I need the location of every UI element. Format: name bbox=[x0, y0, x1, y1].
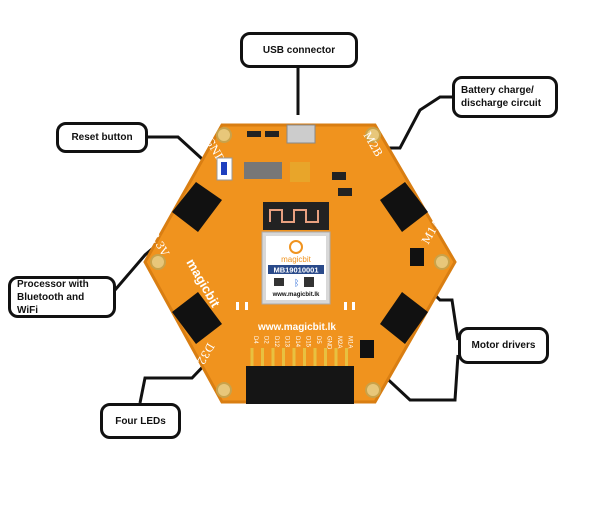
bluetooth-icon: ᛒ bbox=[294, 278, 299, 289]
pin-label: GND bbox=[326, 336, 332, 350]
ic-chip bbox=[244, 162, 282, 179]
pin bbox=[324, 348, 327, 366]
pin bbox=[261, 348, 264, 366]
pad bbox=[290, 162, 310, 182]
pin-label: D13 bbox=[284, 336, 290, 348]
pin bbox=[250, 348, 254, 366]
pin bbox=[313, 348, 317, 366]
mount-holes bbox=[150, 127, 450, 398]
magicbit-board: GND 3.3V D32 M1A M2B magicbit MB19010001… bbox=[143, 123, 457, 404]
callout-text: Four LEDs bbox=[115, 415, 166, 427]
reset-leader bbox=[147, 135, 214, 170]
callout-text: Battery charge/ bbox=[461, 85, 534, 96]
reset-button-cap bbox=[221, 162, 227, 175]
pin-label: M1A bbox=[347, 336, 353, 348]
module-brand: magicbit bbox=[281, 255, 312, 264]
pin-label: D14 bbox=[294, 336, 300, 348]
pin bbox=[345, 348, 348, 366]
pin bbox=[292, 348, 296, 366]
pin-label: M2A bbox=[336, 336, 342, 348]
leds bbox=[236, 302, 355, 310]
callout-text: Processor with bbox=[17, 278, 89, 290]
callout-four-leds: Four LEDs bbox=[100, 403, 181, 439]
wifi-logo bbox=[274, 278, 284, 286]
module-url: www.magicbit.lk bbox=[272, 292, 320, 298]
pin-label: D12 bbox=[273, 336, 279, 348]
motor-driver-chip bbox=[360, 340, 374, 358]
motor-leader-2 bbox=[378, 354, 460, 402]
pin bbox=[303, 348, 306, 366]
callout-reset-button: Reset button bbox=[56, 122, 148, 153]
pin bbox=[271, 348, 275, 366]
callout-text: discharge circuit bbox=[461, 98, 542, 109]
callout-text: Motor drivers bbox=[471, 340, 536, 351]
callout-text: Reset button bbox=[71, 132, 133, 143]
callout-battery-circuit: Battery charge/discharge circuit bbox=[452, 76, 558, 118]
pin-header bbox=[246, 366, 354, 404]
pin-labels: D4 D2 D12 D13 D14 D15 D5 GND M2A M1A bbox=[250, 336, 353, 366]
callout-text: USB connector bbox=[262, 44, 336, 56]
usb-port bbox=[286, 124, 316, 144]
pin-label: D5 bbox=[315, 336, 321, 344]
pin bbox=[282, 348, 285, 366]
pin-label: D2 bbox=[263, 336, 269, 344]
module-id: MB19010001 bbox=[273, 266, 318, 275]
pin-label: D15 bbox=[305, 336, 311, 348]
callout-usb-connector: USB connector bbox=[240, 32, 358, 68]
callout-text: Bluetooth and WiFi bbox=[17, 291, 85, 316]
wifi-antenna bbox=[263, 202, 329, 230]
pin bbox=[334, 348, 338, 366]
callout-motor-drivers: Motor drivers bbox=[458, 327, 549, 364]
silk-url: www.magicbit.lk bbox=[257, 322, 336, 333]
edge-connectors bbox=[172, 182, 428, 344]
pin-label: D4 bbox=[252, 336, 258, 344]
motor-driver-chip bbox=[410, 248, 424, 266]
qr-code-icon bbox=[304, 277, 314, 287]
